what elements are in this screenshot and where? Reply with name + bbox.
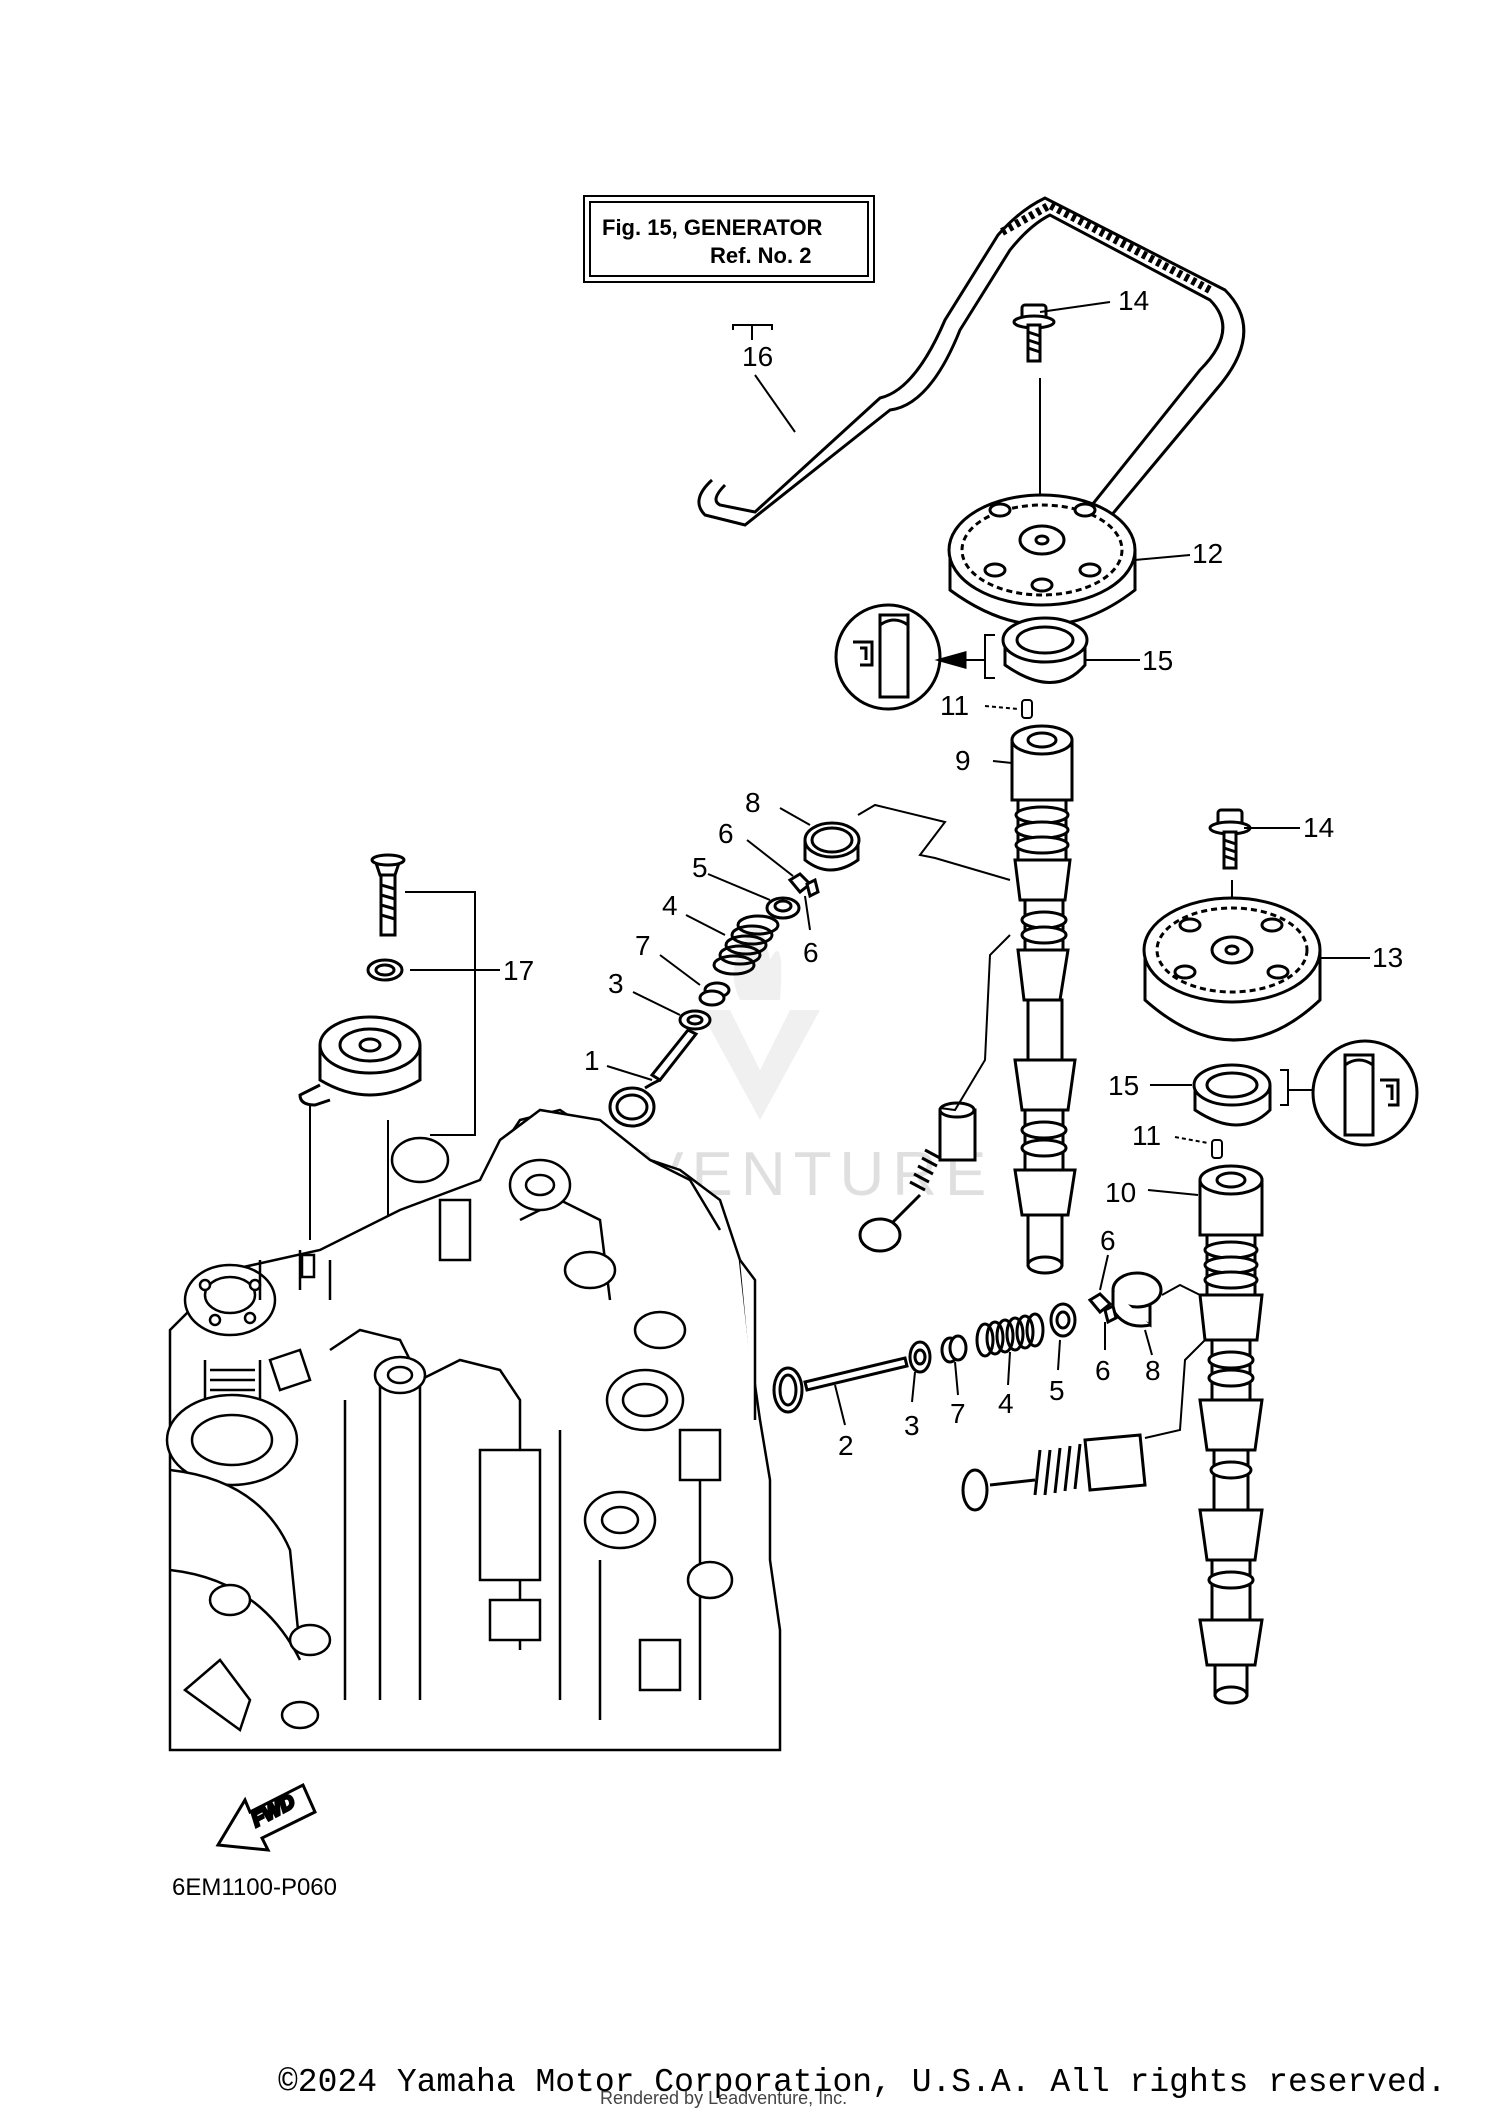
callout-6-top-b: 6	[803, 937, 819, 968]
callout-17: 17	[503, 955, 534, 986]
callout-15-lower: 15	[1108, 1070, 1139, 1101]
callout-8-top: 8	[745, 787, 761, 818]
callout-8-lower: 8	[1145, 1355, 1161, 1386]
callout-13: 13	[1372, 942, 1403, 973]
exhaust-valve-2	[772, 1356, 909, 1426]
rendered-by-notice: Rendered by Leadventure, Inc.	[600, 2088, 848, 2108]
camshaft-9	[992, 724, 1077, 1275]
valve-lifter-8-lower	[1111, 1271, 1201, 1356]
valve-stem-seal-7-lower	[940, 1334, 968, 1396]
callout-6-top-a: 6	[718, 818, 734, 849]
callout-11-lower: 11	[1132, 1120, 1161, 1151]
dowel-pin-11-top	[984, 699, 1033, 719]
camshaft-sprocket-13	[1142, 896, 1370, 1042]
figure-code: 6EM1100-P060	[172, 1874, 337, 1901]
spring-seat-3-top	[632, 991, 712, 1031]
camshaft-sprocket-12	[947, 493, 1191, 627]
callout-14-lower: 14	[1303, 812, 1334, 843]
grease-inset-right	[1288, 1039, 1419, 1147]
valve-assembly-right	[961, 1339, 1206, 1512]
valve-spring-4-top	[685, 914, 780, 976]
camshaft-10	[1147, 1164, 1264, 1705]
valve-assembly-left	[858, 934, 1011, 1253]
callout-9: 9	[955, 745, 971, 776]
callout-labels: 1 2 3 3 4 4 5 5 6 6 6 6 7 7 8 8 9 10 11 …	[503, 285, 1403, 1461]
callout-5-lower: 5	[1049, 1375, 1065, 1406]
callout-10: 10	[1105, 1177, 1136, 1208]
valve-stem-seal-7-top	[659, 954, 731, 1007]
callout-4-top: 4	[662, 890, 678, 921]
spring-seat-3-lower	[908, 1340, 932, 1403]
callout-16: 16	[742, 341, 773, 372]
callout-7-top: 7	[635, 930, 651, 961]
bolt-14-right	[1208, 808, 1300, 870]
grease-inset-top	[834, 603, 985, 711]
callout-6-lower-a: 6	[1100, 1225, 1116, 1256]
callout-7-lower: 7	[950, 1398, 966, 1429]
callout-6-lower-b: 6	[1095, 1355, 1111, 1386]
callout-14-top: 14	[1118, 285, 1149, 316]
oil-seal-15-right	[1150, 1063, 1289, 1127]
reference-line-2: Ref. No. 2	[710, 243, 811, 268]
reference-box: Fig. 15, GENERATOR Ref. No. 2	[583, 195, 875, 283]
forward-arrow: FWD	[215, 1782, 317, 1852]
callout-5-top: 5	[692, 852, 708, 883]
spring-retainer-5-lower	[1049, 1302, 1077, 1371]
callout-1: 1	[584, 1045, 600, 1076]
valve-cotter-6-lower	[1087, 1254, 1118, 1350]
oil-seal-15-top	[984, 616, 1140, 684]
valve-cotter-6-top	[746, 839, 820, 931]
callout-11-top: 11	[940, 690, 969, 721]
callout-3-top: 3	[608, 968, 624, 999]
spring-retainer-5-top	[707, 873, 801, 920]
callout-12: 12	[1192, 538, 1223, 569]
dowel-pin-11-right	[1174, 1136, 1223, 1159]
timing-belt	[697, 196, 1246, 547]
reference-line-1: Fig. 15, GENERATOR	[602, 215, 823, 240]
bolt-14-top	[1012, 301, 1111, 363]
belt-tensioner-17	[298, 853, 500, 1250]
valve-lifter-8-top	[779, 803, 1011, 881]
callout-2: 2	[838, 1430, 854, 1461]
valve-spring-4-lower	[975, 1312, 1045, 1386]
callout-4-lower: 4	[998, 1388, 1014, 1419]
engine-block	[165, 1108, 782, 1752]
intake-valve-1	[606, 1028, 699, 1128]
callout-15-top: 15	[1142, 645, 1173, 676]
callout-3-lower: 3	[904, 1410, 920, 1441]
copyright-notice: ©2024 Yamaha Motor Corporation, U.S.A. A…	[278, 2064, 1447, 2101]
